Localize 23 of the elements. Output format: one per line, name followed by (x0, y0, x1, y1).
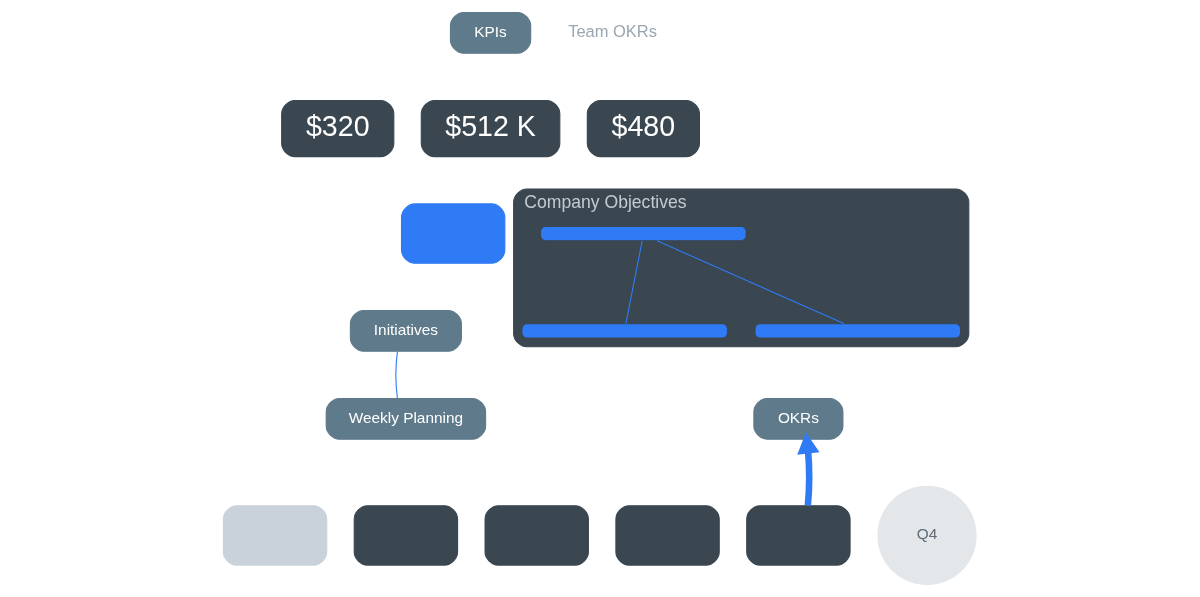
node-box: $512 K (420, 100, 560, 158)
connector (394, 350, 398, 399)
node-box: $320 (280, 100, 394, 158)
connector (624, 240, 643, 324)
node-box: KPIs (449, 12, 531, 54)
cluster: Company Objectives (512, 188, 969, 348)
node-circle: Q4 (876, 485, 977, 585)
node-bar (753, 323, 961, 339)
node-box: Initiatives (349, 310, 462, 352)
node-bar (539, 225, 747, 242)
node-box (745, 505, 851, 566)
connector (656, 240, 844, 325)
arrow (796, 432, 819, 506)
node-bar (520, 323, 728, 339)
node-box (614, 505, 720, 566)
node-box (353, 505, 458, 566)
label: Team OKRs (567, 21, 657, 40)
node-box (400, 203, 505, 264)
node-box: $480 (586, 100, 700, 158)
node-box (484, 505, 589, 566)
node-box: OKRs (752, 397, 843, 440)
node-box: Weekly Planning (325, 397, 486, 440)
node-box (222, 505, 327, 566)
